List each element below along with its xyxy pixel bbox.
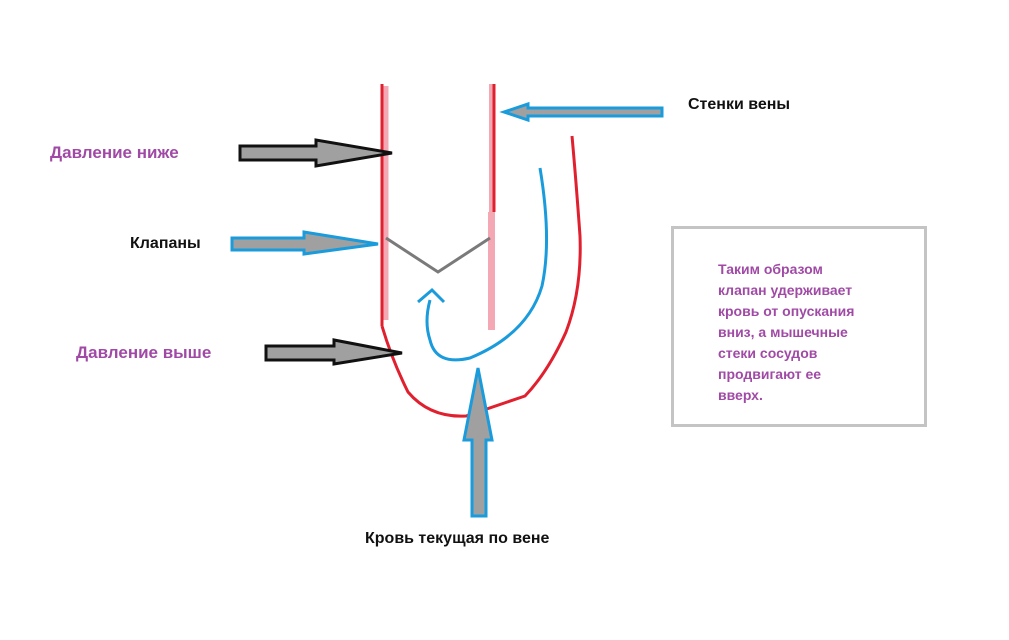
right-vein-wall bbox=[488, 84, 496, 330]
pressure-lower-label: Давление ниже bbox=[50, 143, 179, 162]
blood-flow-label: Кровь текущая по вене bbox=[365, 530, 550, 547]
vein-walls-label: Стенки вены bbox=[688, 96, 791, 113]
vein-bottom-curve bbox=[380, 135, 582, 418]
valves-arrow bbox=[230, 230, 379, 256]
circulation-arrowhead bbox=[417, 287, 446, 304]
circulation-arrow bbox=[425, 167, 549, 362]
pressure-higher-label: Давление выше bbox=[76, 343, 212, 362]
vein-walls-arrow bbox=[499, 101, 664, 123]
left-vein-wall bbox=[380, 84, 389, 326]
pressure-lower-arrow bbox=[238, 138, 393, 168]
valve-shape bbox=[385, 236, 491, 274]
explanation-box: Таким образом клапан удерживает кровь от… bbox=[671, 226, 927, 427]
pressure-higher-arrow bbox=[264, 338, 403, 366]
explanation-text: Таким образом клапан удерживает кровь от… bbox=[718, 261, 855, 403]
valves-label: Клапаны bbox=[130, 235, 201, 252]
blood-flow-arrow bbox=[462, 367, 494, 518]
